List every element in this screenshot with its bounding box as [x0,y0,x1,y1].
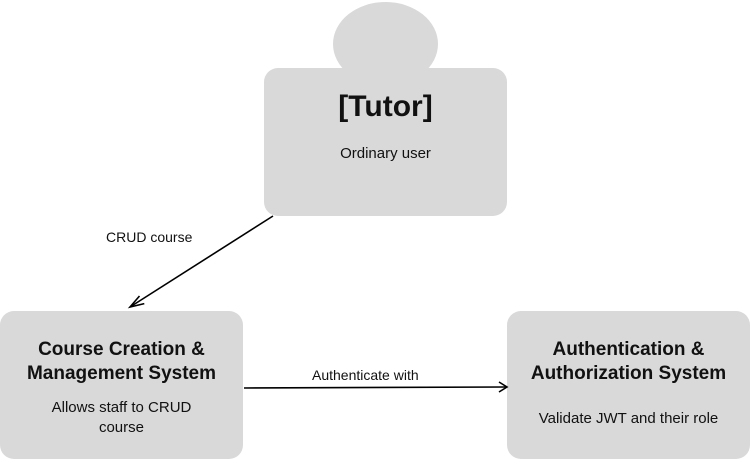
course-system-title-line1: Course Creation & [38,339,205,360]
edge-course-to-auth-arrowhead [498,381,509,393]
edge-label-authenticate-with: Authenticate with [312,367,419,383]
auth-system-title-line1: Authentication & [552,339,705,360]
course-system-title-line2: Management System [26,363,216,384]
auth-system-description: Validate JWT and their role [538,410,719,427]
course-system-title: Course Creation & Management System [27,338,216,386]
course-system-description-line1: Allows staff to CRUD [51,399,192,416]
course-system-node: Course Creation & Management System Allo… [0,311,243,459]
auth-system-title: Authentication & Authorization System [531,338,726,386]
auth-system-node: Authentication & Authorization System Va… [507,311,750,459]
edge-label-crud-course: CRUD course [106,229,193,245]
edge-course-to-auth [243,386,508,389]
edge-tutor-to-course [129,215,274,308]
auth-system-title-line2: Authorization System [530,363,727,384]
course-system-description: Allows staff to CRUD course [52,398,192,438]
course-system-description-line2: course [98,419,144,436]
actor-title: [Tutor] [338,90,433,123]
actor-description: Ordinary user [340,145,431,162]
actor-tutor-node: [Tutor] Ordinary user [264,68,507,216]
edge-tutor-to-course-arrowhead [127,295,145,309]
